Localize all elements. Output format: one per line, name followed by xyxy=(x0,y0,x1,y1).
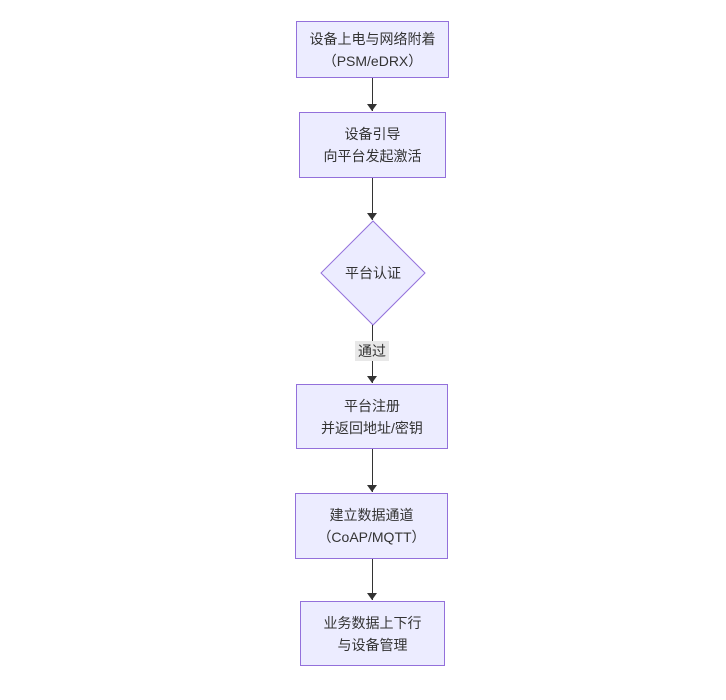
node-label-line: （CoAP/MQTT） xyxy=(317,529,426,545)
edge-arrow-5 xyxy=(372,559,373,600)
node-label-line: 设备引导 xyxy=(344,126,401,142)
node-label-line: 建立数据通道 xyxy=(329,507,414,523)
arrowhead-down-icon xyxy=(367,593,377,600)
node-label-line: 向平台发起激活 xyxy=(323,148,422,164)
node-business-data: 业务数据上下行 与设备管理 xyxy=(300,601,445,666)
arrowhead-down-icon xyxy=(367,376,377,383)
node-bootstrap: 设备引导 向平台发起激活 xyxy=(299,112,446,178)
node-label-line: 设备上电与网络附着 xyxy=(309,30,436,47)
node-label-line: 业务数据上下行 xyxy=(323,614,422,631)
edge-arrow-1 xyxy=(372,78,373,111)
node-label-line: （PSM/eDRX） xyxy=(322,52,423,69)
edge-arrow-2 xyxy=(372,178,373,220)
decision-platform-auth: 平台认证 xyxy=(320,220,426,326)
node-label-line: 并返回地址/密钥 xyxy=(321,419,423,436)
edge-arrow-4 xyxy=(372,449,373,492)
arrowhead-down-icon xyxy=(367,104,377,111)
diamond-shape xyxy=(320,220,426,326)
arrowhead-down-icon xyxy=(367,485,377,492)
node-label-line: 与设备管理 xyxy=(337,636,408,653)
node-label-line: 平台注册 xyxy=(344,397,400,414)
node-register: 平台注册 并返回地址/密钥 xyxy=(296,384,448,449)
node-label-line: 平台认证 xyxy=(345,265,401,281)
edge-label-pass: 通过 xyxy=(355,341,389,361)
arrowhead-down-icon xyxy=(367,213,377,220)
node-data-channel: 建立数据通道 （CoAP/MQTT） xyxy=(295,493,448,559)
node-power-attach: 设备上电与网络附着 （PSM/eDRX） xyxy=(296,21,449,78)
